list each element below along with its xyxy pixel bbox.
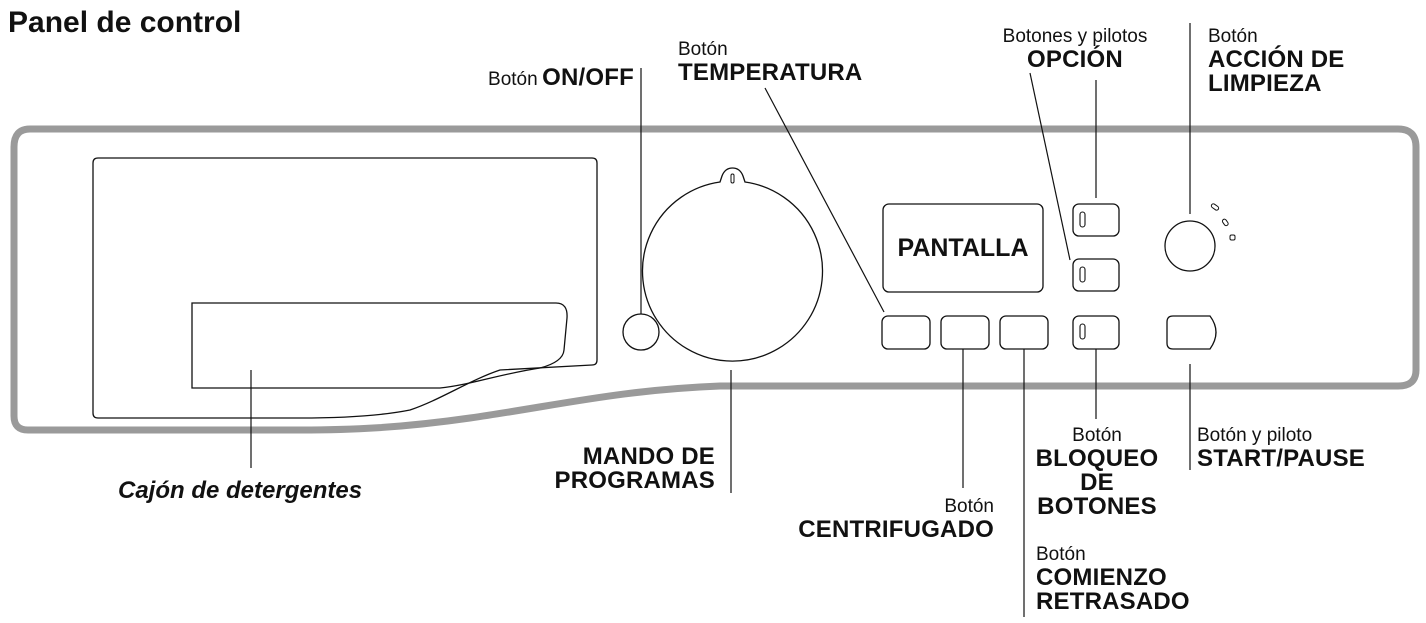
leader-opcion — [1029, 72, 1071, 261]
label-centrifugado: Botón CENTRIFUGADO — [798, 496, 994, 543]
detergent-drawer[interactable] — [92, 157, 598, 419]
label-comienzo-retrasado: Botón COMIENZO RETRASADO — [1036, 544, 1190, 615]
label-start-pause: Botón y piloto START/PAUSE — [1197, 425, 1365, 472]
page-title: Panel de control — [8, 6, 242, 39]
cleaning-level-indicators — [1210, 203, 1236, 241]
label-accion-limpieza: Botón ACCIÓN DE LIMPIEZA — [1208, 26, 1345, 97]
label-opcion: Botones y pilotos OPCIÓN — [1002, 26, 1148, 73]
on-off-button[interactable] — [622, 313, 660, 351]
panel-outline — [10, 125, 1420, 434]
button-lock-button[interactable] — [1072, 315, 1120, 350]
program-knob[interactable] — [641, 167, 824, 362]
label-cajon-detergentes: Cajón de detergentes — [118, 477, 363, 504]
spin-button[interactable] — [940, 315, 990, 350]
label-mando-programas: MANDO DE PROGRAMAS — [554, 443, 715, 494]
cleaning-action-knob[interactable] — [1164, 220, 1216, 272]
option-button-1[interactable] — [1072, 203, 1120, 237]
delay-start-button[interactable] — [999, 315, 1049, 350]
label-temperatura: Botón TEMPERATURA — [678, 39, 863, 86]
start-pause-button[interactable] — [1166, 315, 1217, 350]
label-bloqueo-botones: Botón BLOQUEO DE BOTONES — [1035, 425, 1159, 520]
drawer-handle[interactable] — [191, 302, 568, 389]
option-button-2[interactable] — [1072, 258, 1120, 292]
display-label: PANTALLA — [897, 234, 1029, 262]
display-screen — [882, 203, 1044, 293]
leader-temperatura — [764, 87, 885, 313]
temperature-button[interactable] — [881, 315, 931, 350]
label-on-off: Botón ON/OFF — [488, 64, 634, 91]
